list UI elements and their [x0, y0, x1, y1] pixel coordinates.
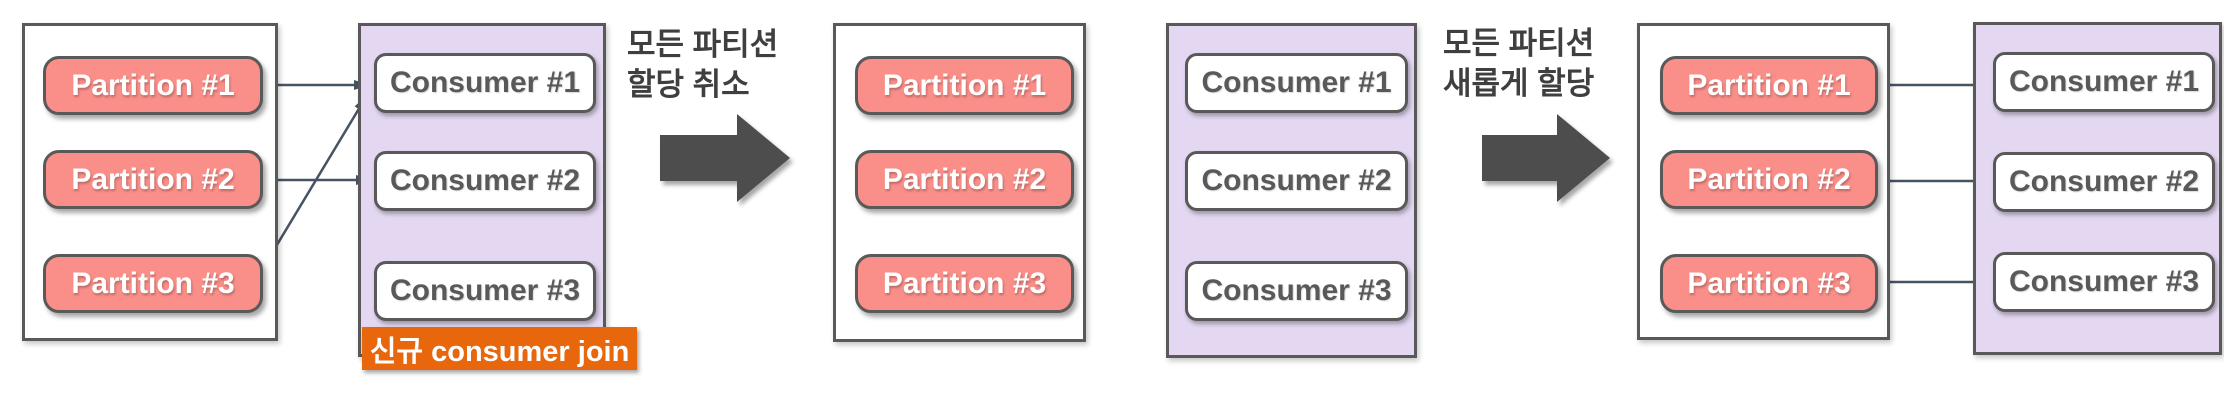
stage1-consumer-2: Consumer #2	[374, 151, 596, 211]
stage3-partition-3: Partition #3	[1660, 254, 1878, 313]
stage3-partition-1: Partition #1	[1660, 56, 1878, 115]
stage2-partition-3: Partition #3	[855, 254, 1074, 313]
big-arrow-reassign	[1482, 114, 1610, 202]
step2-label-line1: 모든 파티션	[1443, 26, 1595, 61]
step2-label-line2: 새롭게 할당	[1443, 66, 1595, 101]
stage1-consumer-1: Consumer #1	[374, 53, 596, 113]
stage1-partition-3: Partition #3	[43, 254, 263, 313]
step1-label-line2: 할당 취소	[627, 67, 750, 102]
stage2-partition-2: Partition #2	[855, 150, 1074, 209]
stage2-consumer-2: Consumer #2	[1185, 151, 1408, 211]
stage2-partition-1: Partition #1	[855, 56, 1074, 115]
stage1-partition-1: Partition #1	[43, 56, 263, 115]
big-arrow-revoke	[660, 114, 790, 202]
stage1-partition-2: Partition #2	[43, 150, 263, 209]
new-consumer-join-badge: 신규 consumer join	[362, 327, 637, 370]
step1-label-line1: 모든 파티션	[627, 27, 779, 62]
arrow-stage1-p3-c1	[261, 96, 368, 269]
step2-label: 모든 파티션 새롭게 할당	[1443, 24, 1594, 104]
stage2-consumer-3: Consumer #3	[1185, 261, 1408, 321]
stage2-consumer-1: Consumer #1	[1185, 53, 1408, 113]
stage3-consumer-1: Consumer #1	[1993, 52, 2215, 112]
stage3-partition-2: Partition #2	[1660, 150, 1878, 209]
stage3-consumer-3: Consumer #3	[1993, 252, 2215, 312]
stage3-consumer-2: Consumer #2	[1993, 152, 2215, 212]
stage1-consumer-3: Consumer #3	[374, 261, 596, 321]
step1-label: 모든 파티션 할당 취소	[627, 25, 778, 105]
